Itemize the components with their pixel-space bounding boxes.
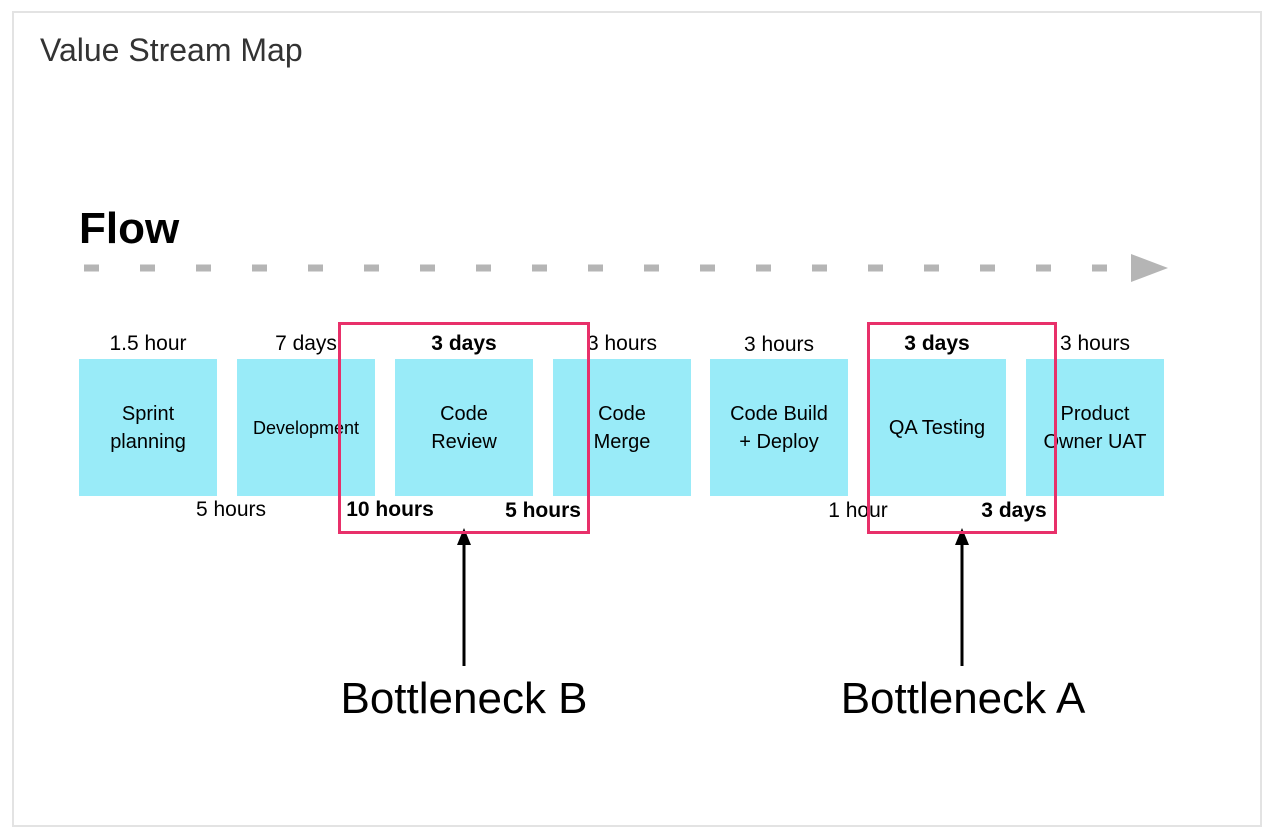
process-time: 3 hours — [743, 333, 815, 356]
flow-label: Flow — [79, 204, 180, 253]
wait-time: 5 hours — [505, 499, 581, 522]
process-time: 3 hours — [1059, 332, 1131, 355]
bottleneck-b-label: Bottleneck B — [340, 674, 588, 723]
step-code-build-deploy: Code Build + Deploy — [710, 359, 848, 496]
process-time: 1.5 hour — [109, 332, 187, 355]
up-arrow-icon — [955, 528, 969, 666]
bottleneck-a-label: Bottleneck A — [840, 674, 1086, 723]
process-time: 7 days — [275, 332, 337, 355]
step-development: Development — [237, 359, 375, 496]
wait-time: 10 hours — [346, 498, 434, 521]
step-code-review: Code Review — [395, 359, 533, 496]
up-arrow-icon — [457, 528, 471, 666]
bottleneck-b-box — [338, 322, 590, 534]
wait-time: 1 hour — [828, 499, 888, 522]
page-title: Value Stream Map — [40, 32, 303, 68]
wait-time: 5 hours — [195, 498, 267, 521]
process-time: 3 days — [904, 332, 970, 355]
step-code-merge: Code Merge — [553, 359, 691, 496]
wait-time: 3 days — [981, 499, 1047, 522]
bottleneck-a-box — [867, 322, 1057, 534]
dashed-right-arrow-icon — [84, 254, 1168, 282]
step-product-owner-uat: Product Owner UAT — [1026, 359, 1164, 496]
process-time: 3 hours — [586, 332, 658, 355]
process-time: 3 days — [431, 332, 497, 355]
step-qa-testing: QA Testing — [868, 359, 1006, 496]
step-sprint-planning: Sprint planning — [79, 359, 217, 496]
